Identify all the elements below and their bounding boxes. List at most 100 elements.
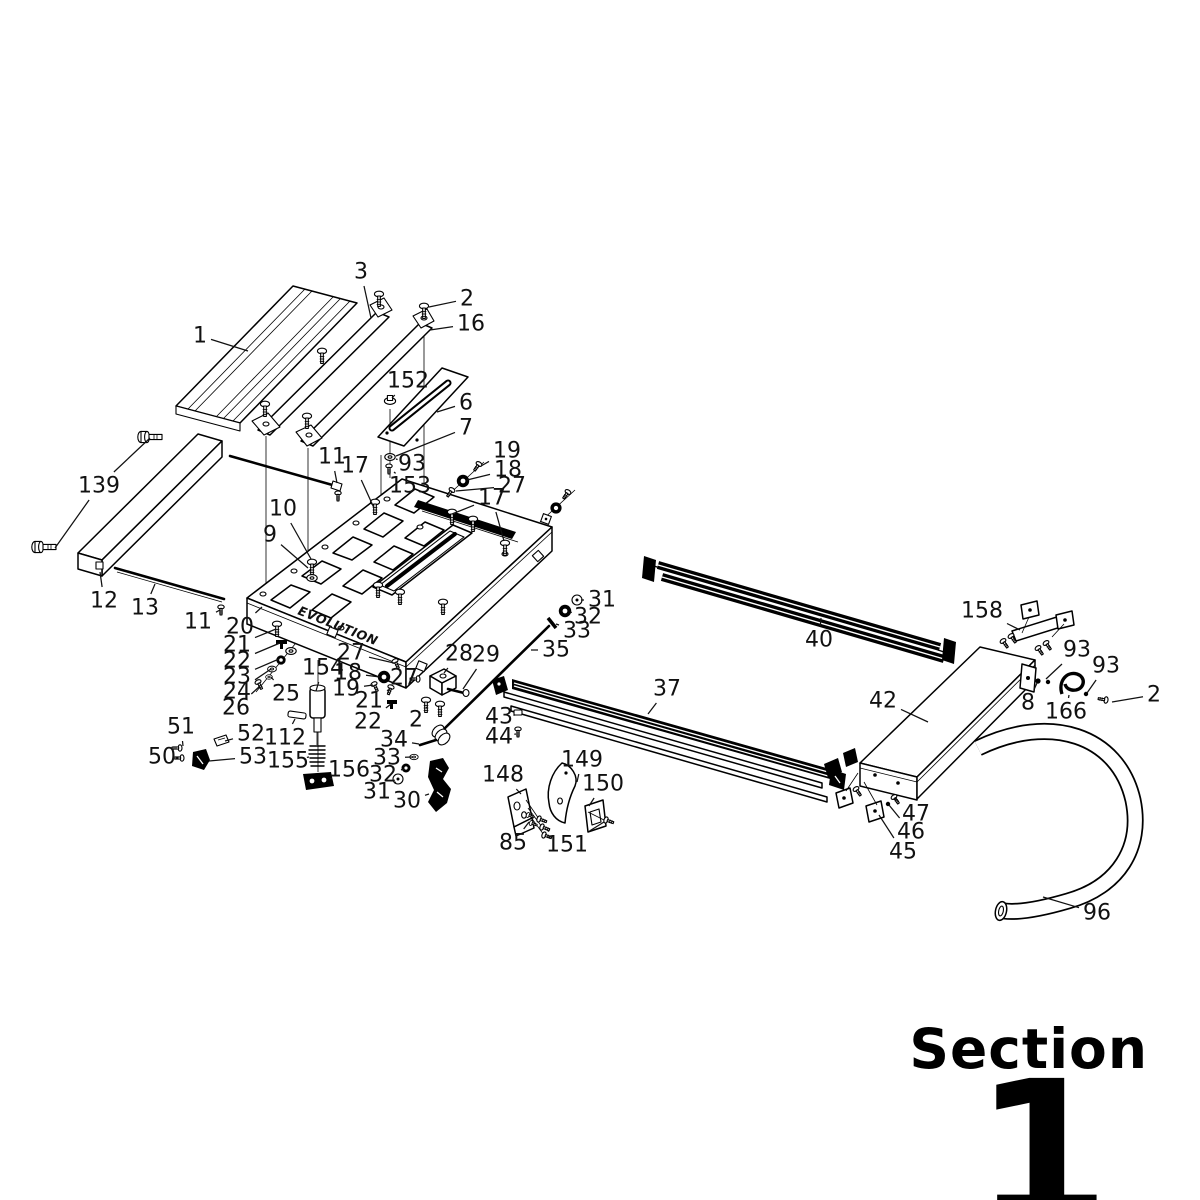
- callout-93-65: 93: [1045, 638, 1091, 680]
- leader-line: [515, 788, 522, 795]
- part-156-block: [303, 772, 334, 790]
- leader-line: [647, 702, 657, 715]
- fastener-chain-21-26: [253, 620, 297, 692]
- callout-19-31: 19: [332, 677, 374, 702]
- part-number-label: 28: [445, 642, 473, 667]
- part-11-rod-upper: [228, 454, 343, 502]
- parts-45-47-foot-group: [835, 772, 902, 823]
- part-number-label: 150: [582, 772, 624, 797]
- leader-line: [385, 703, 392, 709]
- callout-2-37: 2: [409, 706, 428, 733]
- callout-27-28: 27: [337, 641, 395, 666]
- part-154-pin: [309, 687, 326, 719]
- part-10-washer: [306, 574, 318, 582]
- callout-139-15: 139: [54, 437, 151, 549]
- callout-85-60: 85: [499, 821, 530, 856]
- part-number-label: 26: [222, 696, 250, 721]
- part-number-label: 19: [493, 439, 521, 464]
- part-number-label: 13: [131, 596, 159, 621]
- leader-line: [466, 473, 491, 481]
- part-number-label: 151: [546, 833, 588, 858]
- part-number-label: 85: [499, 831, 527, 856]
- callout-154-29: 154: [302, 656, 344, 692]
- leader-line: [113, 437, 151, 473]
- leader-line: [208, 757, 236, 762]
- part-34-rod-end: [418, 738, 438, 747]
- part-number-label: 2: [460, 287, 474, 312]
- leader-line: [360, 479, 375, 509]
- floating-fasteners-table-corner: [540, 487, 573, 525]
- leader-line: [181, 740, 184, 747]
- part-1-table-extrusion-panel: [175, 285, 358, 432]
- section-title-block: Section 1: [848, 1022, 1148, 1200]
- callout-10-16: 10: [269, 497, 312, 560]
- leader-line: [254, 642, 281, 655]
- part-number-label: 40: [805, 628, 833, 653]
- callout-150-59: 150: [582, 772, 624, 807]
- leader-line: [99, 571, 103, 588]
- part-number-label: 32: [574, 605, 602, 630]
- callout-35-53: 35: [531, 638, 570, 663]
- leader-line: [411, 742, 420, 745]
- callout-156-40: 156: [328, 758, 370, 783]
- leader-line: [555, 623, 560, 626]
- table-blade-pocket: [372, 524, 473, 596]
- leader-line: [819, 617, 822, 627]
- leader-line: [334, 470, 338, 484]
- leader-line: [1042, 896, 1080, 909]
- leader-line: [250, 685, 261, 695]
- leader-line: [290, 522, 312, 560]
- leader-line: [395, 431, 456, 457]
- callout-33-52: 33: [555, 619, 591, 644]
- callout-51-41: 51: [167, 715, 195, 747]
- leader-line: [569, 611, 572, 614]
- leader-line: [495, 511, 505, 542]
- callout-32-47: 32: [369, 763, 405, 788]
- part-number-label: 93: [1063, 638, 1091, 663]
- leader-line: [54, 499, 90, 549]
- leader-line: [455, 486, 495, 492]
- part-30-lever-group: [392, 753, 451, 812]
- part-number-label: 6: [459, 391, 473, 416]
- callout-23-24: 23: [223, 658, 280, 690]
- part-13-rod: [113, 566, 226, 616]
- part-16-mounting-strip: [295, 302, 435, 447]
- part-number-label: 93: [1092, 654, 1120, 679]
- part-93-screw-a: [1045, 679, 1051, 685]
- rail-hinge-bracket: [492, 676, 508, 695]
- callout-149-58: 149: [561, 748, 603, 783]
- section-label: Section: [909, 1017, 1148, 1081]
- callout-152-4: 152: [387, 369, 429, 399]
- callout-18-10: 18: [466, 458, 522, 483]
- leader-line: [393, 471, 397, 474]
- part-number-label: 47: [902, 802, 930, 827]
- part-number-label: 12: [90, 589, 118, 614]
- leader-line: [363, 684, 374, 687]
- part-number-label: 166: [1045, 700, 1087, 725]
- callout-31-50: 31: [581, 588, 616, 613]
- part-number-label: 32: [369, 763, 397, 788]
- part-8-screw: [1035, 678, 1041, 684]
- part-number-label: 29: [472, 643, 500, 668]
- callout-44-55: 44: [485, 725, 517, 750]
- part-166-hook: [1059, 671, 1085, 695]
- part-2-bolt-right: [1097, 694, 1110, 705]
- callout-31-48: 31: [363, 780, 397, 805]
- callout-19-9: 19: [480, 439, 521, 467]
- table-edge-ridge: [414, 500, 516, 539]
- part-number-label: 33: [563, 619, 591, 644]
- part-number-label: 1: [193, 324, 207, 349]
- callout-151-61: 151: [546, 821, 605, 858]
- leader-line: [888, 804, 901, 819]
- leader-line: [363, 285, 372, 319]
- leader-line: [480, 460, 490, 467]
- callout-26-27: 26: [222, 685, 261, 721]
- callout-17-13: 17: [341, 454, 375, 509]
- part-number-label: 37: [653, 677, 681, 702]
- callout-46-71: 46: [888, 804, 925, 845]
- leader-line: [1086, 679, 1097, 694]
- part-42-extension-table: [824, 646, 1037, 801]
- callout-53-44: 53: [208, 745, 267, 770]
